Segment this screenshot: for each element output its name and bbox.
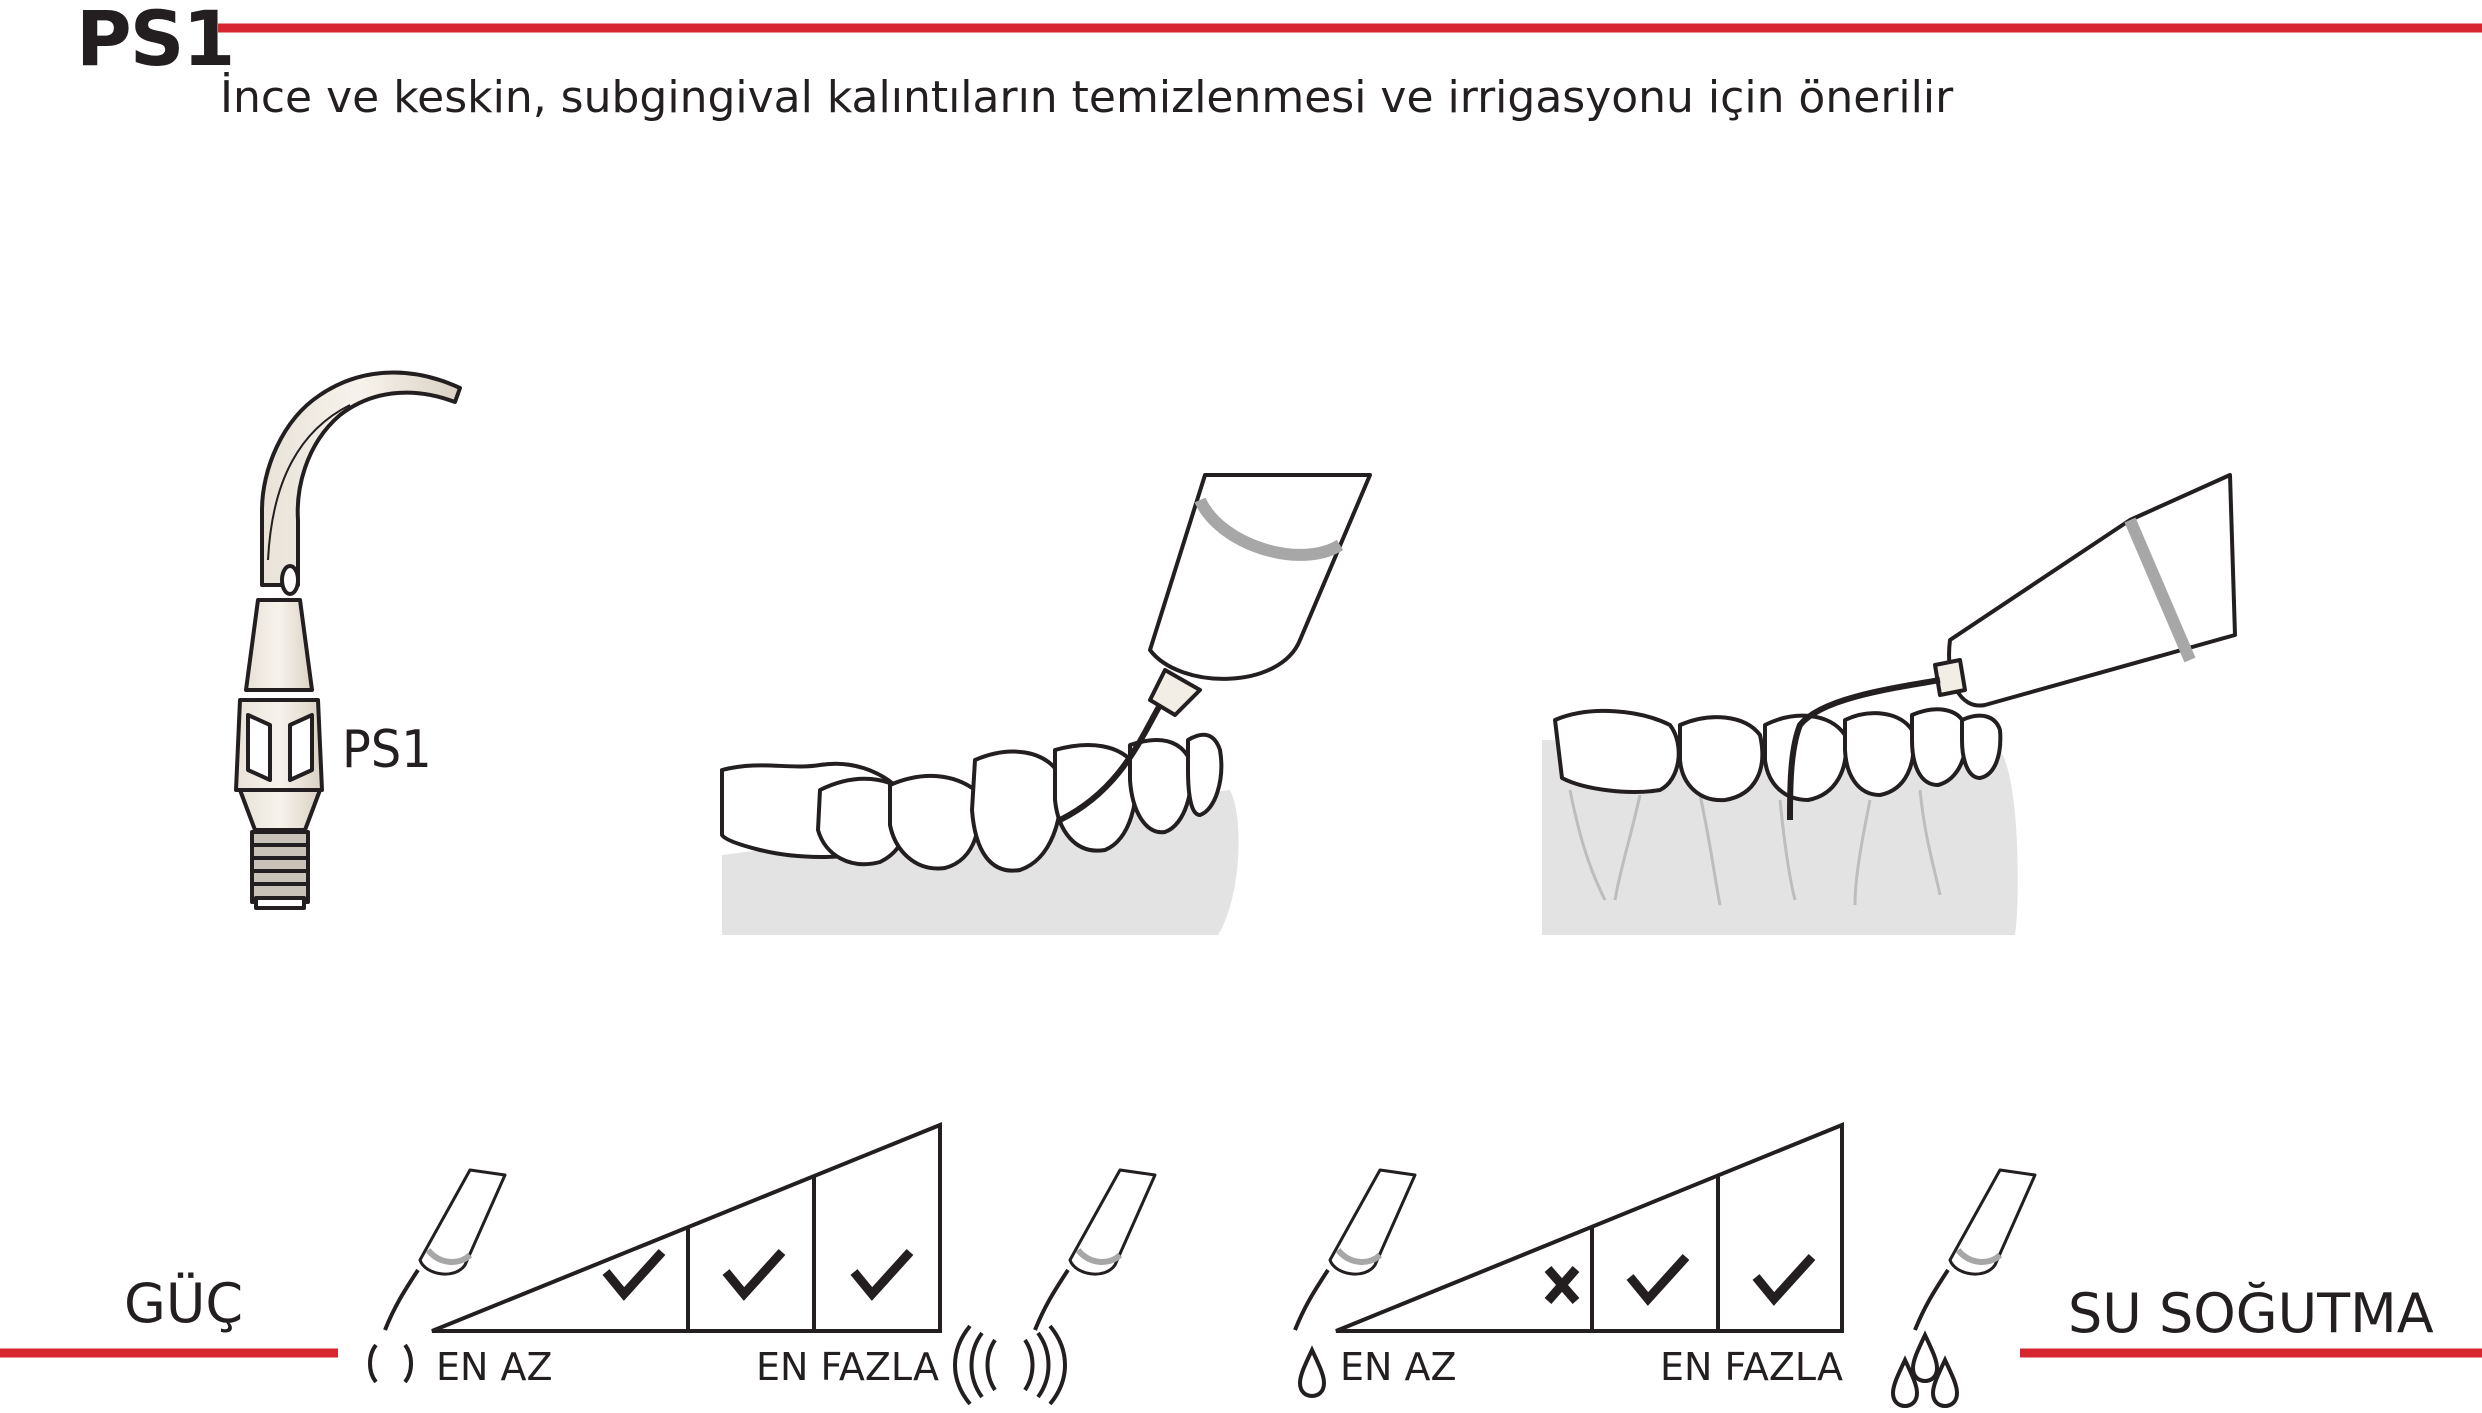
- cooling-level-cross-icon: [1544, 1266, 1580, 1304]
- handpiece-small-icon: [1293, 1168, 1417, 1331]
- scaler-handpiece-2: [1787, 473, 2237, 821]
- power-scale-chart: [431, 1122, 942, 1333]
- handpiece-small-icon: [1033, 1168, 1157, 1331]
- cooling-scale-chart: [1335, 1122, 1844, 1333]
- power-min-label: EN AZ: [436, 1345, 553, 1389]
- lingual-view-illustration: [1542, 473, 2237, 935]
- scaler-handpiece-1: [1058, 473, 1372, 823]
- cooling-title: SU SOĞUTMA: [2068, 1282, 2434, 1345]
- cooling-max-label: EN FAZLA: [1660, 1345, 1843, 1389]
- product-description: İnce ve keskin, subgingival kalıntıların…: [220, 72, 1954, 123]
- scaler-tip-icon: [234, 370, 462, 910]
- power-level-marks: [602, 1248, 914, 1301]
- product-code: PS1: [76, 0, 235, 83]
- buccal-view-illustration: [720, 473, 1372, 935]
- power-level-check-icon: [602, 1248, 666, 1301]
- cooling-level-marks: [1544, 1253, 1816, 1306]
- low-vibration-icon: [368, 1343, 413, 1384]
- triple-drop-icon: [1890, 1330, 1960, 1409]
- high-vibration-icon: [953, 1324, 1067, 1406]
- cooling-scale-triangle: [1335, 1122, 1844, 1333]
- cooling-level-check-icon: [1752, 1253, 1816, 1306]
- cooling-level-check-icon: [1626, 1253, 1690, 1306]
- tip-label: PS1: [342, 720, 432, 780]
- handpiece-small-icon: [383, 1168, 507, 1331]
- handpiece-small-icon: [1913, 1168, 2037, 1331]
- power-max-label: EN FAZLA: [756, 1345, 939, 1389]
- power-title: GÜÇ: [124, 1272, 244, 1335]
- single-drop-icon: [1297, 1345, 1327, 1399]
- power-level-check-icon: [722, 1248, 786, 1301]
- cooling-min-label: EN AZ: [1340, 1345, 1457, 1389]
- power-level-check-icon: [850, 1248, 914, 1301]
